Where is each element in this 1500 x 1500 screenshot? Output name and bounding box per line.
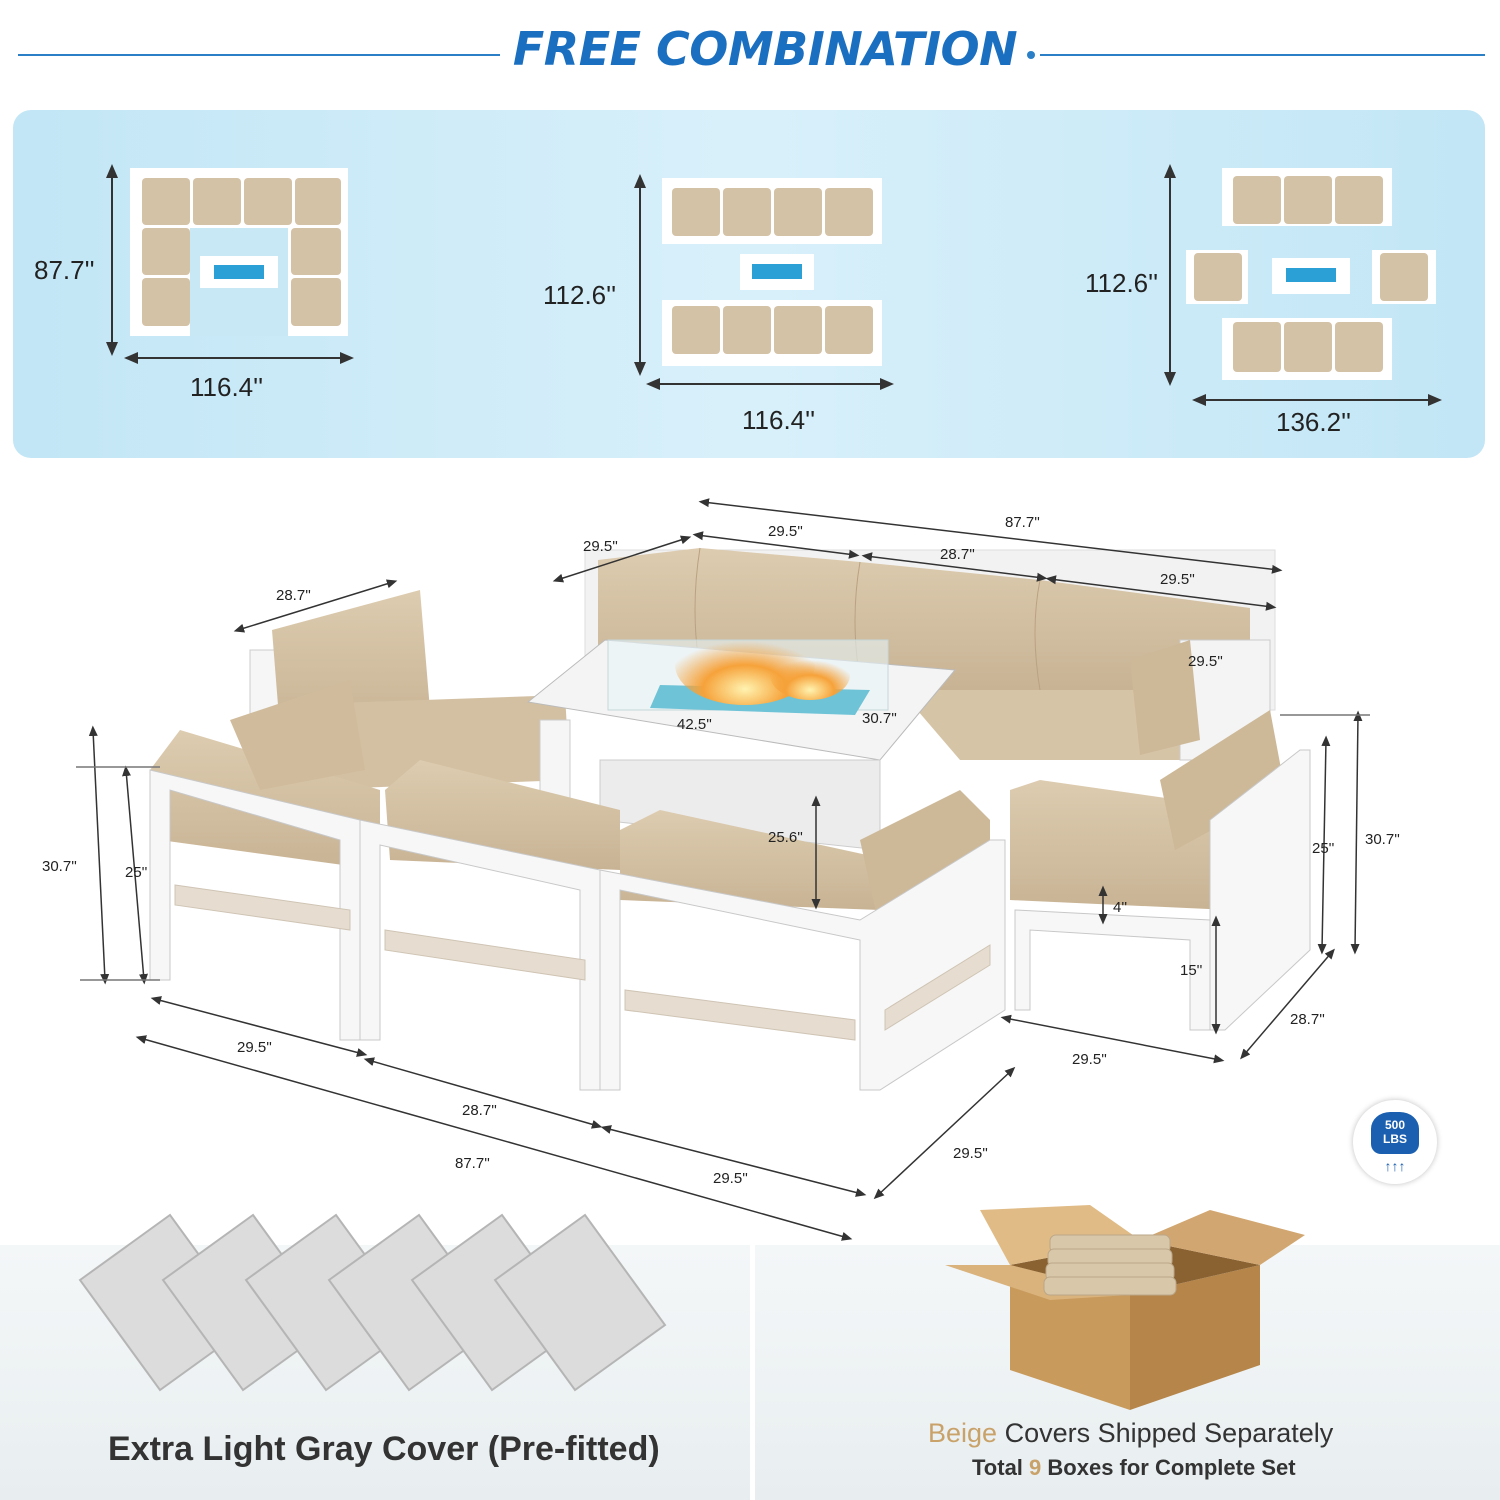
dim-right-total-height: 30.7''	[1365, 831, 1400, 848]
layout1-width: 116.4''	[190, 372, 264, 402]
layout-u-shape	[106, 164, 354, 364]
dim-right-seat-height: 25''	[1312, 840, 1335, 857]
dim-left-chair-width: 28.7''	[276, 587, 311, 604]
shipping-caption: Beige Covers Shipped Separately	[928, 1418, 1334, 1448]
weight-capacity-badge: 500 LBS ↑↑↑	[1353, 1100, 1437, 1184]
layout1-height: 87.7''	[34, 255, 95, 285]
layout3-height: 112.6''	[1085, 268, 1159, 298]
shipping-box-illustration	[945, 1205, 1305, 1410]
layout3-width: 136.2''	[1276, 407, 1351, 437]
layout2-width: 116.4''	[742, 405, 816, 435]
page-title: FREE COMBINATION	[512, 22, 1018, 76]
layout2-height: 112.6''	[543, 280, 617, 310]
front-sofa	[149, 680, 1006, 1091]
dim-right-width: 29.5''	[1072, 1051, 1107, 1068]
weight-icon: 500 LBS	[1371, 1112, 1419, 1154]
dim-right-depth: 28.7''	[1290, 1011, 1325, 1028]
sectional-set-illustration	[76, 498, 1370, 1241]
title-rule-right	[1040, 54, 1485, 56]
fire-table-icon	[752, 264, 802, 279]
gray-cover-caption: Extra Light Gray Cover (Pre-fitted)	[108, 1430, 660, 1468]
right-chair	[1010, 710, 1311, 1031]
dim-back-seg1: 29.5''	[768, 523, 803, 540]
dim-front-seg3: 29.5''	[713, 1170, 748, 1187]
dim-left-seat-height: 25''	[125, 864, 148, 881]
dim-table-length: 42.5''	[677, 716, 712, 733]
dim-front-total: 87.7''	[455, 1155, 490, 1172]
dim-seat-floor: 15''	[1180, 962, 1203, 979]
dim-back-total: 87.7''	[1005, 514, 1040, 531]
dim-cushion-thickness: 4''	[1113, 899, 1128, 916]
dim-front-seg2: 28.7''	[462, 1102, 497, 1119]
fire-table-icon	[214, 265, 264, 279]
box-count-caption: Total 9 Boxes for Complete Set	[972, 1455, 1296, 1480]
layout-diagrams	[106, 164, 1442, 406]
dim-table-width: 30.7''	[862, 710, 897, 727]
dim-left-corner-depth: 29.5''	[583, 538, 618, 555]
dim-table-height: 25.6''	[768, 829, 803, 846]
up-arrows-icon: ↑↑↑	[1384, 1158, 1406, 1174]
dim-left-total-height: 30.7''	[42, 858, 77, 875]
layout-with-side-chairs	[1164, 164, 1442, 406]
dim-front-depth: 29.5''	[953, 1145, 988, 1162]
dim-front-seg1: 29.5''	[237, 1039, 272, 1056]
gray-covers-illustration	[78, 1213, 667, 1392]
title-rule-left	[18, 54, 500, 56]
layout-facing-sofas	[634, 174, 894, 390]
dim-right-arm: 29.5''	[1188, 653, 1223, 670]
dim-back-seg2: 28.7''	[940, 546, 975, 563]
fire-table-icon	[1286, 268, 1336, 282]
dim-back-seg3: 29.5''	[1160, 571, 1195, 588]
fire-pit-table	[526, 625, 956, 851]
title-dot	[1027, 51, 1035, 59]
